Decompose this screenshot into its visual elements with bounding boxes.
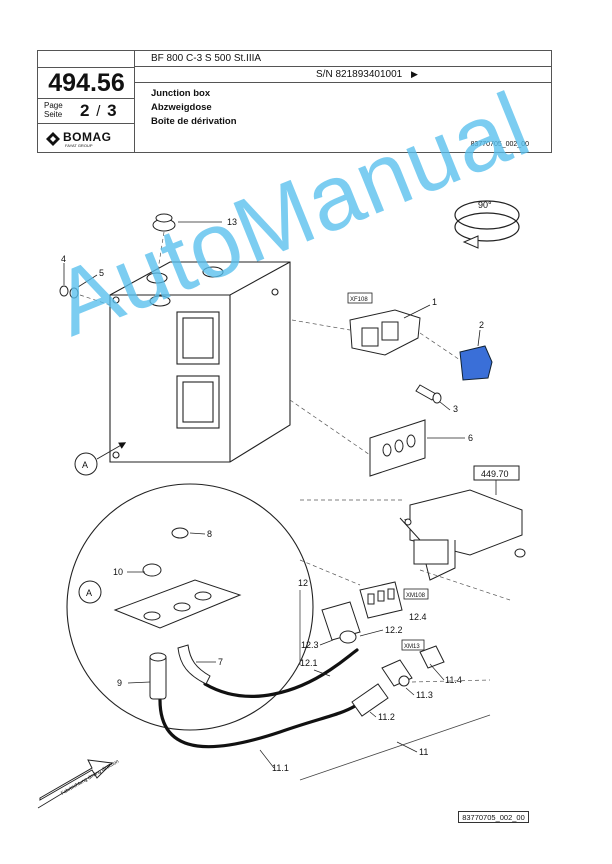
divider [135, 82, 551, 83]
callout-11-2: 11.2 [378, 712, 395, 722]
callout-4: 4 [61, 254, 66, 264]
page-current: 2 [80, 101, 91, 120]
ref-box [473, 465, 520, 481]
detail-plate [113, 527, 242, 629]
rotation-label: 90° [478, 200, 492, 210]
callout-12: 12 [298, 578, 308, 588]
callout-12-2: 12.2 [385, 625, 403, 635]
part-number: 494.56 [38, 67, 135, 99]
tag-xf108 [347, 292, 373, 304]
part-connector-11-3 [381, 659, 413, 687]
callout-11: 11 [419, 747, 428, 757]
callout-11-4: 11.4 [445, 675, 462, 685]
model-name: BF 800 C-3 S 500 St.IIIA [151, 53, 262, 64]
detail-circle [66, 483, 314, 731]
leader-lines [127, 532, 445, 769]
group-brackets [299, 590, 491, 781]
part-screw-3 [415, 384, 451, 411]
serial-number: S/N 821893401001 ▶ [316, 69, 418, 80]
callout-12-4: 12.4 [409, 612, 427, 622]
callout-9: 9 [117, 678, 122, 688]
callout-1: 1 [432, 297, 437, 307]
divider [38, 123, 135, 124]
doc-reference: 83770705_002_00 [470, 141, 529, 148]
callout-11-1: 11.1 [272, 763, 289, 773]
callout-5: 5 [99, 268, 104, 278]
part-housing-12-3 [321, 601, 361, 644]
label-a-detail: A [86, 588, 92, 598]
tag-xm13 [401, 639, 425, 651]
tag-xm13-label: XM13 [404, 644, 420, 650]
page-label-en: Page [44, 101, 63, 110]
page-total: 3 [107, 101, 118, 120]
ref-box-label: 449.70 [481, 469, 509, 479]
mounting-bracket [399, 489, 526, 581]
tag-xm108 [403, 588, 429, 600]
callout-8: 8 [207, 529, 212, 539]
callout-7: 7 [218, 657, 223, 667]
label-a: A [82, 460, 88, 470]
connector-7 [177, 644, 211, 685]
callout-10: 10 [113, 567, 123, 577]
page-label-de: Seite [44, 110, 63, 119]
title-fr: Boîte de dérivation [151, 116, 237, 127]
page-separator: / [96, 103, 102, 120]
cable-harness [158, 648, 359, 749]
title-block-left [38, 51, 135, 152]
connector-11-2 [351, 683, 389, 717]
brand-name: BOMAG [63, 130, 112, 144]
page-number: 2 / 3 [80, 101, 118, 121]
part-connector-12-4 [359, 581, 403, 619]
callout-11-3: 11.3 [416, 690, 433, 700]
title-de: Abzweigdose [151, 102, 212, 113]
serial-text: S/N 821893401001 [316, 69, 403, 80]
junction-box [109, 261, 291, 463]
part-plate-6 [369, 419, 465, 477]
dashed-lines [299, 499, 511, 683]
part-connector-11-4 [419, 645, 445, 669]
callout-12-3: 12.3 [301, 640, 319, 650]
parts-4-5 [59, 263, 98, 299]
page-label: Page Seite [44, 101, 63, 119]
callout-6: 6 [468, 433, 473, 443]
title-block: 494.56 Page Seite 2 / 3 BOMAG FAYAT GROU… [37, 50, 552, 153]
tag-xm108-label: XM108 [406, 593, 426, 599]
tag-xf108-label: XF108 [350, 297, 368, 303]
rotation-icon: 90° [454, 200, 520, 249]
title-en: Junction box [151, 88, 211, 99]
arrow-right-icon: ▶ [410, 69, 418, 79]
brand-sub: FAYAT GROUP [65, 143, 93, 148]
label-a-circle [74, 452, 98, 476]
callout-3: 3 [453, 404, 458, 414]
callout-13: 13 [227, 217, 237, 227]
label-a-detail-circle [78, 580, 102, 604]
callout-12-1: 12.1 [300, 658, 318, 668]
part-plug-13 [152, 213, 222, 232]
divider [135, 66, 551, 67]
footer-doc-reference: 83770705_002_00 [458, 811, 529, 823]
bracket-mark: — [404, 517, 410, 523]
callout-labels: 13 4 5 1 2 3 6 8 10 7 9 12 12.2 12.3 12.… [61, 217, 484, 773]
callout-2: 2 [479, 320, 484, 330]
driving-direction-icon: Fahrtrichtung driving direction [37, 758, 120, 809]
bomag-logo-icon [46, 132, 60, 146]
part-relay-1 [349, 304, 431, 356]
part-connector-2-blue [459, 329, 493, 381]
connector-9 [149, 652, 167, 700]
